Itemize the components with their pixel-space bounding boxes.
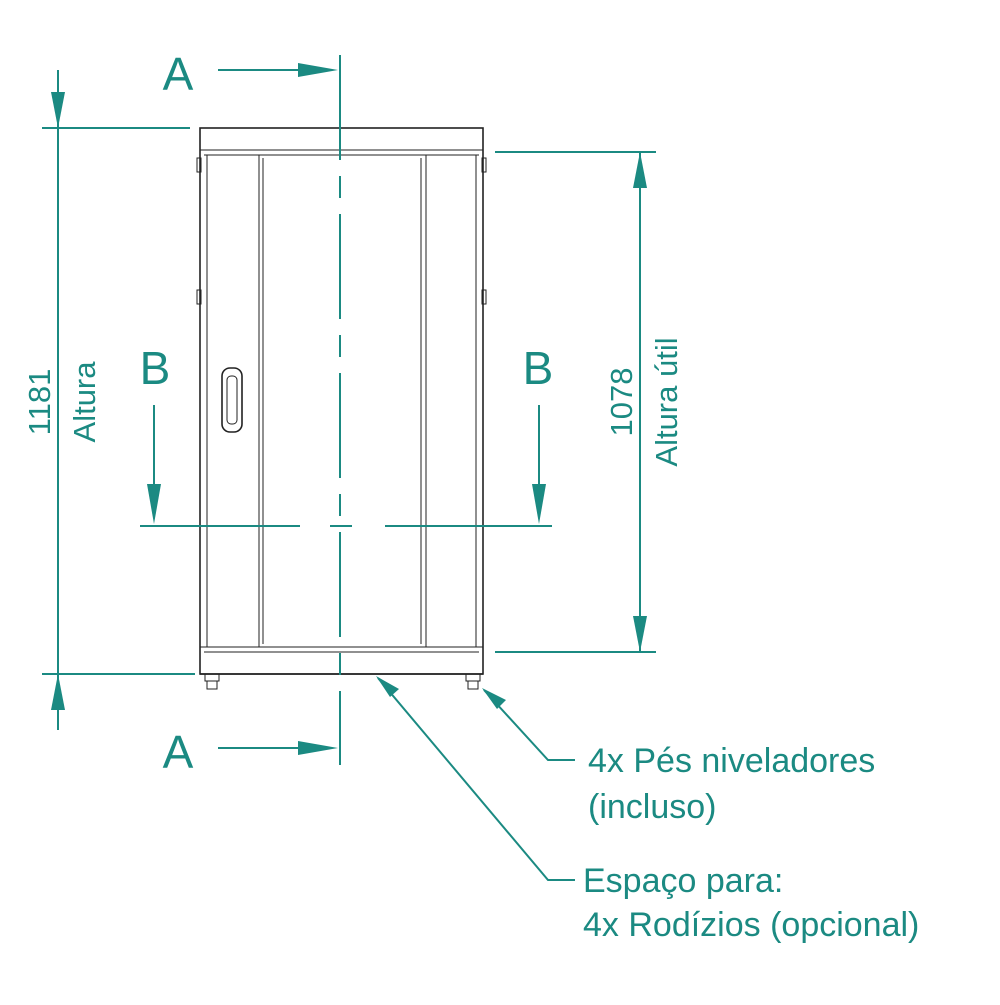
section-a-bottom [218,741,338,755]
section-marker-a-bottom: A [163,726,194,778]
hinge-mid-right [481,289,487,305]
arrow-usable-top-icon [633,152,647,188]
usable-height-value: 1078 [604,368,639,437]
dimension-total-height [42,70,195,730]
leader-feet [482,688,575,761]
center-lines [140,55,552,765]
arrow-casters-icon [376,676,399,697]
leader-casters [376,676,575,881]
section-b-right [532,405,546,524]
hinge-top-right [481,157,487,173]
hinge-top-left [196,157,202,173]
leveling-foot-left-icon [204,673,220,690]
arrow-a-bottom-icon [298,741,338,755]
callout-feet-line2: (incluso) [588,788,716,826]
usable-height-label: Altura útil [649,337,684,466]
hinge-mid-left [196,289,202,305]
callout-feet-line1: 4x Pés niveladores [588,742,875,780]
door-handle-icon [221,367,243,433]
section-marker-b-left: B [140,342,171,394]
total-height-label: Altura [67,361,102,443]
section-a-top [218,63,338,77]
arrow-b-left-icon [147,484,161,524]
arrow-usable-bottom-icon [633,616,647,652]
section-b-left [147,405,161,524]
arrow-total-top-icon [51,92,65,128]
arrow-b-right-icon [532,484,546,524]
cabinet [196,127,487,690]
section-marker-a-top: A [163,48,194,100]
arrow-total-bottom-icon [51,674,65,710]
arrow-feet-icon [482,688,506,709]
section-marker-b-right: B [523,342,554,394]
total-height-value: 1181 [22,369,57,436]
callout-casters-line1: Espaço para: [583,862,783,900]
dimension-usable-height [495,151,656,653]
arrow-a-top-icon [298,63,338,77]
callout-casters-line2: 4x Rodízios (opcional) [583,906,919,944]
leveling-foot-right-icon [465,673,481,690]
